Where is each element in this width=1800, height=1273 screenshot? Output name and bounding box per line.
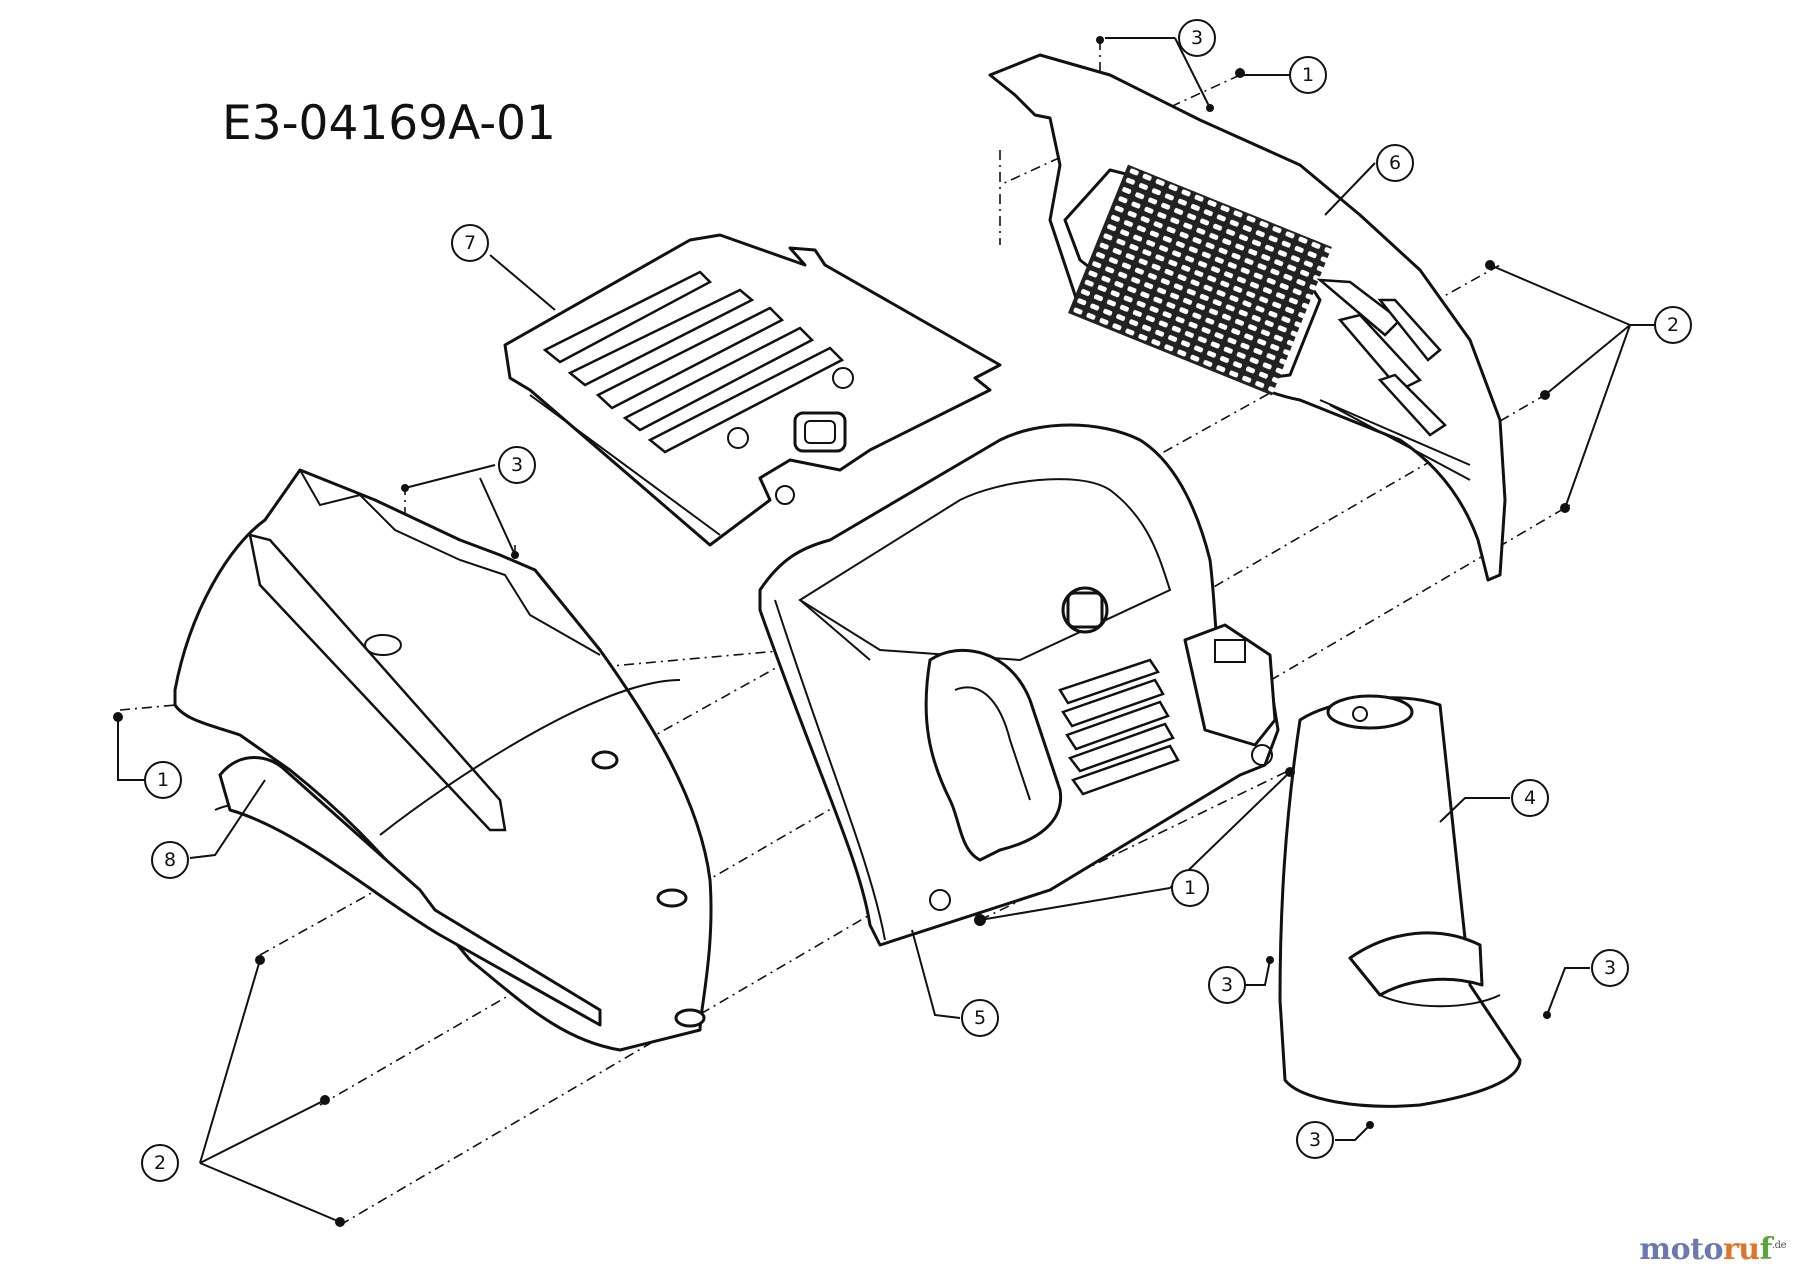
- callout-2-left: 2: [141, 1144, 179, 1182]
- part-5-center-dash: [758, 423, 1280, 947]
- callout-4: 4: [1511, 779, 1549, 817]
- svg-text:3: 3: [1309, 1129, 1321, 1151]
- part-8-left-cover: [173, 468, 713, 1052]
- leader-lines: [117, 37, 1655, 1223]
- svg-text:3: 3: [1604, 957, 1616, 979]
- callout-6: 6: [1376, 144, 1414, 182]
- callout-2-right: 2: [1654, 306, 1692, 344]
- svg-text:3: 3: [511, 454, 523, 476]
- part-7-top-panel: [503, 233, 1002, 547]
- callout-3-nose-left: 3: [1208, 966, 1246, 1004]
- part-6-rear-cover: [988, 53, 1507, 582]
- watermark-logo: motoruf.de: [1639, 1232, 1786, 1267]
- callout-1-top: 1: [1289, 56, 1327, 94]
- svg-text:1: 1: [157, 769, 169, 791]
- callout-1-left: 1: [144, 761, 182, 799]
- svg-text:7: 7: [464, 232, 476, 254]
- svg-text:6: 6: [1389, 152, 1401, 174]
- part-4-nose-cover: [1278, 694, 1522, 1108]
- svg-text:2: 2: [154, 1152, 166, 1174]
- callout-3-left-cover: 3: [498, 446, 536, 484]
- callout-7: 7: [451, 224, 489, 262]
- callout-3-nose-right: 3: [1591, 949, 1629, 987]
- svg-text:1: 1: [1302, 64, 1314, 86]
- svg-text:2: 2: [1667, 314, 1679, 336]
- callout-1-center: 1: [1171, 869, 1209, 907]
- part-6-vent-grille: [1068, 164, 1332, 396]
- callout-5: 5: [961, 999, 999, 1037]
- callout-3-nose-bottom: 3: [1296, 1121, 1334, 1159]
- drawing-number: E3-04169A-01: [222, 96, 556, 151]
- svg-text:3: 3: [1191, 27, 1203, 49]
- callout-8: 8: [151, 841, 189, 879]
- svg-text:8: 8: [164, 849, 176, 871]
- svg-text:5: 5: [974, 1007, 986, 1029]
- svg-text:1: 1: [1184, 877, 1196, 899]
- svg-text:3: 3: [1221, 974, 1233, 996]
- callout-3-top: 3: [1178, 19, 1216, 57]
- svg-text:4: 4: [1524, 787, 1536, 809]
